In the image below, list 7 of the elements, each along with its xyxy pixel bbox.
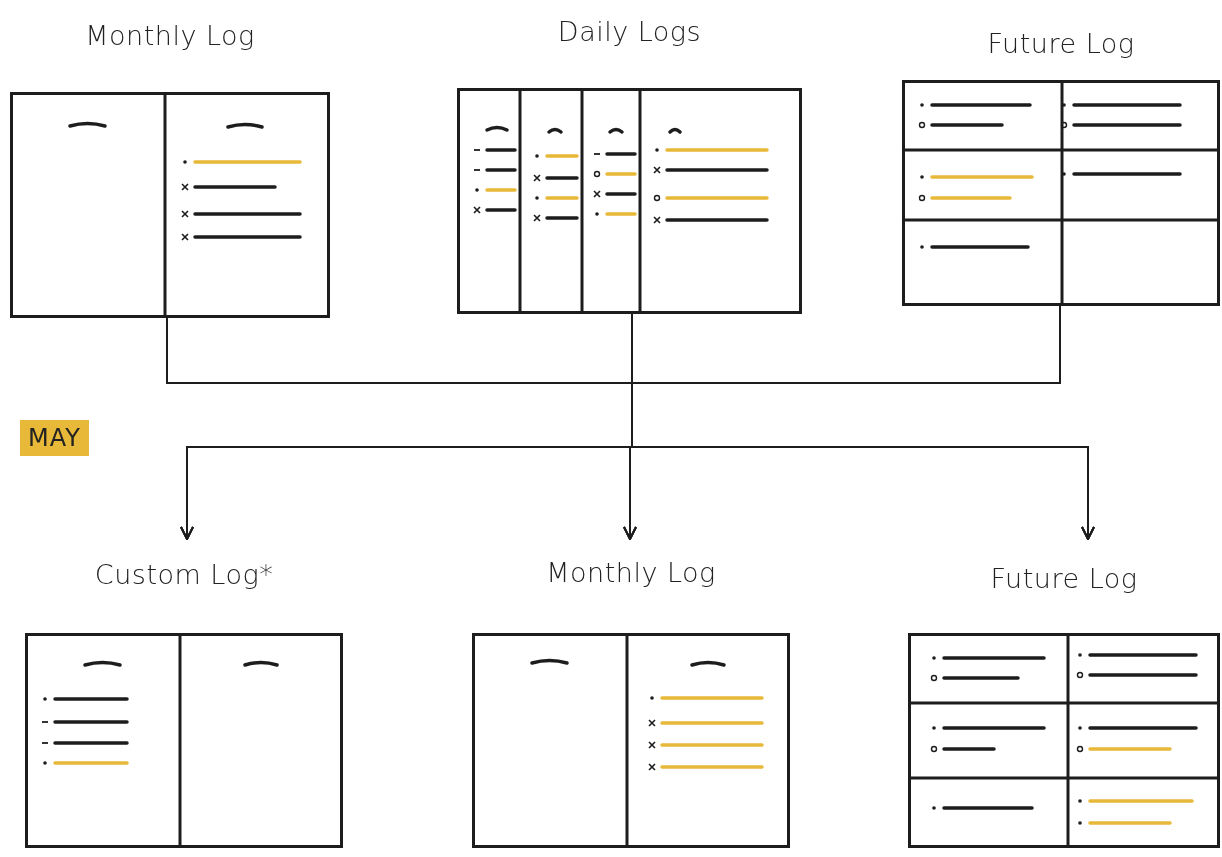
log-heading: Daily Logs [556,16,703,47]
log-heading: Future Log [989,563,1139,594]
month-tag: MAY [20,420,89,456]
log-heading: Monthly Log [545,557,717,588]
log-heading: Future Log [986,28,1136,59]
log-heading: Monthly Log [84,20,256,51]
log-heading: Custom Log* [93,559,275,590]
